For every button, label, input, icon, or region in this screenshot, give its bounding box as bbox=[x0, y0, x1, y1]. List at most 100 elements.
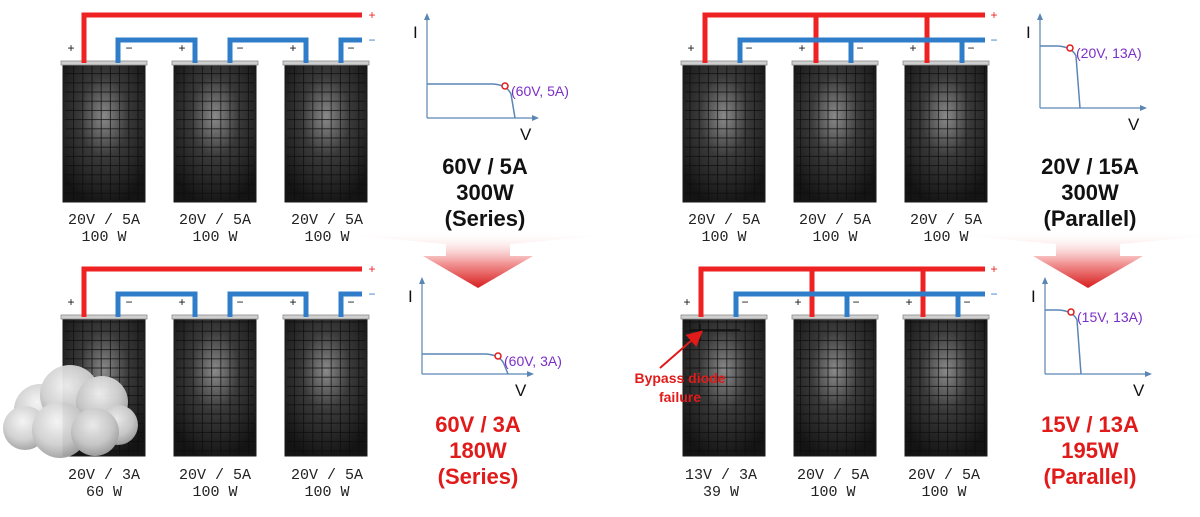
minus-mark: − bbox=[967, 41, 974, 55]
plus-mark: + bbox=[687, 41, 694, 55]
minus-mark: − bbox=[990, 33, 997, 47]
operating-point-label: (60V, 5A) bbox=[511, 83, 569, 99]
series-normal-panel-1 bbox=[60, 60, 148, 203]
cloud-icon bbox=[3, 365, 138, 458]
operating-point bbox=[494, 352, 502, 360]
plus-mark: + bbox=[67, 295, 74, 309]
voltage-axis-label: V bbox=[515, 381, 527, 400]
minus-mark: − bbox=[236, 295, 243, 309]
minus-mark: − bbox=[852, 295, 859, 309]
parallel-normal-panel-3 bbox=[902, 60, 990, 203]
positive-bus bbox=[702, 12, 985, 63]
voltage-axis-label: V bbox=[520, 125, 532, 144]
operating-point-label: (15V, 13A) bbox=[1077, 309, 1143, 325]
minus-mark: − bbox=[125, 295, 132, 309]
plus-mark: + bbox=[178, 295, 185, 309]
iv-curve-parallel-normal: I V (20V, 13A) bbox=[1026, 13, 1147, 134]
negative-lead bbox=[338, 37, 362, 63]
minus-mark: − bbox=[990, 287, 997, 301]
series-link-2 bbox=[227, 37, 309, 63]
down-arrow-parallel bbox=[968, 231, 1200, 288]
current-axis-label: I bbox=[1031, 287, 1036, 306]
plus-mark: + bbox=[289, 295, 296, 309]
negative-bus bbox=[733, 291, 985, 317]
plus-mark: + bbox=[683, 295, 690, 309]
minus-mark: − bbox=[347, 295, 354, 309]
current-axis-label: I bbox=[1026, 23, 1031, 42]
iv-curve-series-normal: I V (60V, 5A) bbox=[413, 13, 569, 144]
transition-arrows bbox=[358, 231, 1200, 288]
positive-bus bbox=[81, 12, 362, 63]
solar-panels bbox=[60, 60, 990, 457]
plus-mark: + bbox=[990, 262, 997, 276]
current-axis-label: I bbox=[408, 287, 413, 306]
series-normal-panel-2 bbox=[171, 60, 259, 203]
negative-bus bbox=[737, 37, 985, 63]
current-axis-label: I bbox=[413, 23, 418, 42]
parallel-normal-panel-1 bbox=[680, 60, 768, 203]
annotation-failure: failure bbox=[659, 389, 701, 405]
minus-mark: − bbox=[125, 41, 132, 55]
minus-mark: − bbox=[963, 295, 970, 309]
plus-mark: + bbox=[794, 295, 801, 309]
operating-point-label: (60V, 3A) bbox=[504, 353, 562, 369]
plus-mark: + bbox=[368, 8, 375, 22]
iv-curves: I V (60V, 5A) I V (60V, 3A) I V (20V, 13A) I V (15V… bbox=[408, 13, 1152, 400]
down-arrow-series bbox=[358, 231, 598, 288]
plus-mark: + bbox=[990, 8, 997, 22]
series-normal-panel-3 bbox=[282, 60, 370, 203]
minus-mark: − bbox=[368, 287, 375, 301]
parallel-normal-panel-2 bbox=[791, 60, 879, 203]
plus-mark: + bbox=[178, 41, 185, 55]
minus-mark: − bbox=[347, 41, 354, 55]
plus-mark: + bbox=[289, 41, 296, 55]
series-link-2 bbox=[227, 291, 309, 317]
series-link-1 bbox=[115, 291, 198, 317]
positive-bus bbox=[698, 266, 985, 317]
annotations: Bypass diode failure bbox=[3, 324, 740, 458]
iv-curve-series-shaded: I V (60V, 3A) bbox=[408, 277, 562, 400]
series-link-1 bbox=[115, 37, 198, 63]
minus-mark: − bbox=[745, 41, 752, 55]
minus-mark: − bbox=[236, 41, 243, 55]
minus-mark: − bbox=[741, 295, 748, 309]
minus-mark: − bbox=[856, 41, 863, 55]
operating-point bbox=[1066, 44, 1074, 52]
operating-point bbox=[501, 82, 509, 90]
minus-mark: − bbox=[368, 33, 375, 47]
parallel-fault-panel-3 bbox=[902, 314, 990, 457]
series-shaded-panel-2 bbox=[171, 314, 259, 457]
plus-mark: + bbox=[798, 41, 805, 55]
voltage-axis-label: V bbox=[1128, 115, 1140, 134]
parallel-fault-panel-2 bbox=[791, 314, 879, 457]
iv-curve-parallel-fault: I V (15V, 13A) bbox=[1031, 277, 1152, 400]
negative-lead bbox=[338, 291, 362, 317]
operating-point-label: (20V, 13A) bbox=[1076, 45, 1142, 61]
annotation-bypass-diode: Bypass diode bbox=[634, 370, 725, 386]
positive-bus bbox=[81, 266, 362, 317]
wiring: +−+−+−+−+−+−+−+−+−+−+−+−+−+−+−+− bbox=[67, 8, 998, 317]
plus-mark: + bbox=[67, 41, 74, 55]
plus-mark: + bbox=[905, 295, 912, 309]
annotation-arrow bbox=[659, 330, 704, 369]
voltage-axis-label: V bbox=[1133, 381, 1145, 400]
plus-mark: + bbox=[368, 262, 375, 276]
series-shaded-panel-3 bbox=[282, 314, 370, 457]
